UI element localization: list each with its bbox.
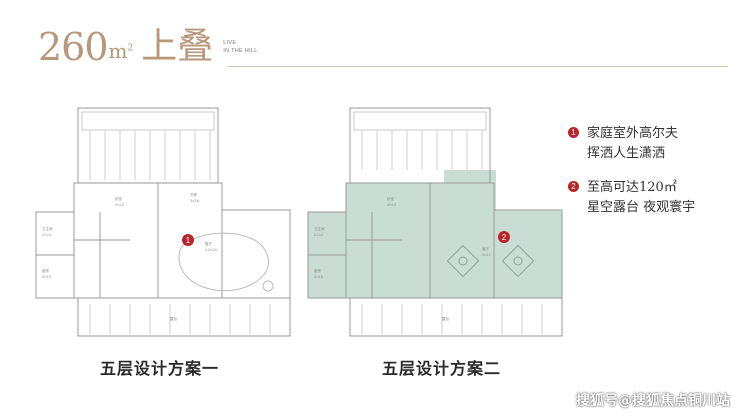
feature-item: 1 家庭室外高尔夫 挥洒人生潇洒 [568, 124, 695, 164]
feature-item: 2 至高可达120㎡ 星空露台 夜观寰宇 [568, 178, 695, 218]
svg-text:卫生间: 卫生间 [42, 226, 53, 231]
feature-number-badge: 2 [568, 181, 579, 192]
plan-2-marker [498, 231, 510, 243]
svg-text:厨房: 厨房 [42, 268, 49, 273]
svg-text:卫生间: 卫生间 [314, 226, 325, 231]
feature-line: 星空露台 夜观寰宇 [587, 200, 696, 215]
plan-2-caption: 五层设计方案二 [382, 359, 502, 378]
floor-plan-1-drawing: 卧室 3×4.3 客厅 4.3×3.9 书房 3×3.6 卫生间 2.1×3 厨… [35, 107, 291, 337]
svg-text:3×4.1: 3×4.1 [482, 253, 491, 257]
svg-text:客厅: 客厅 [205, 241, 212, 246]
brand-subtitle: LIVE IN THE HILL [223, 39, 258, 54]
svg-text:3×3.5: 3×3.5 [42, 275, 51, 279]
floor-plan-2: 卧室 3×4.3 客厅 3×4.1 卫生间 2.1×3 厨房 3×3.5 露台 … [302, 100, 572, 345]
svg-text:1: 1 [186, 236, 191, 245]
svg-text:4.3×3.9: 4.3×3.9 [205, 248, 217, 252]
plan-1-marker [182, 234, 194, 246]
svg-text:2.1×3: 2.1×3 [314, 233, 323, 237]
svg-text:2.1×3: 2.1×3 [42, 233, 51, 237]
svg-text:厨房: 厨房 [314, 268, 322, 273]
area-number: 260 [38, 25, 109, 69]
svg-text:3×3.6: 3×3.6 [190, 199, 199, 203]
feature-line: 挥洒人生潇洒 [587, 146, 666, 161]
svg-text:书房: 书房 [190, 192, 197, 197]
area-unit: m2 [108, 39, 134, 63]
svg-text:3×3.5: 3×3.5 [314, 275, 323, 279]
header-rule [228, 66, 728, 67]
page-header: 260 m2 上叠 LIVE IN THE HILL [38, 24, 258, 70]
svg-text:露台: 露台 [442, 316, 450, 321]
svg-text:客厅: 客厅 [482, 246, 490, 251]
floor-plan-2-drawing: 卧室 3×4.3 客厅 3×4.1 卫生间 2.1×3 厨房 3×3.5 露台 … [307, 107, 563, 337]
watermark: 搜狐号@搜狐焦点铜川站 [576, 393, 730, 409]
svg-text:卧室: 卧室 [387, 196, 395, 201]
unit-type: 上叠 [141, 26, 214, 67]
feature-list: 1 家庭室外高尔夫 挥洒人生潇洒 2 至高可达120㎡ 星空露台 夜观寰宇 [568, 124, 695, 232]
svg-text:3×4.3: 3×4.3 [387, 203, 396, 207]
feature-line: 家庭室外高尔夫 [587, 126, 679, 141]
floor-plan-1: 卧室 3×4.3 客厅 4.3×3.9 书房 3×3.6 卫生间 2.1×3 厨… [30, 100, 300, 345]
svg-text:3×4.3: 3×4.3 [115, 203, 124, 207]
svg-text:露台: 露台 [170, 316, 177, 321]
svg-text:2: 2 [502, 233, 507, 242]
feature-line: 至高可达120㎡ [587, 180, 677, 195]
plan-1-caption: 五层设计方案一 [100, 359, 220, 378]
svg-text:卧室: 卧室 [115, 196, 122, 201]
feature-number-badge: 1 [568, 127, 579, 138]
